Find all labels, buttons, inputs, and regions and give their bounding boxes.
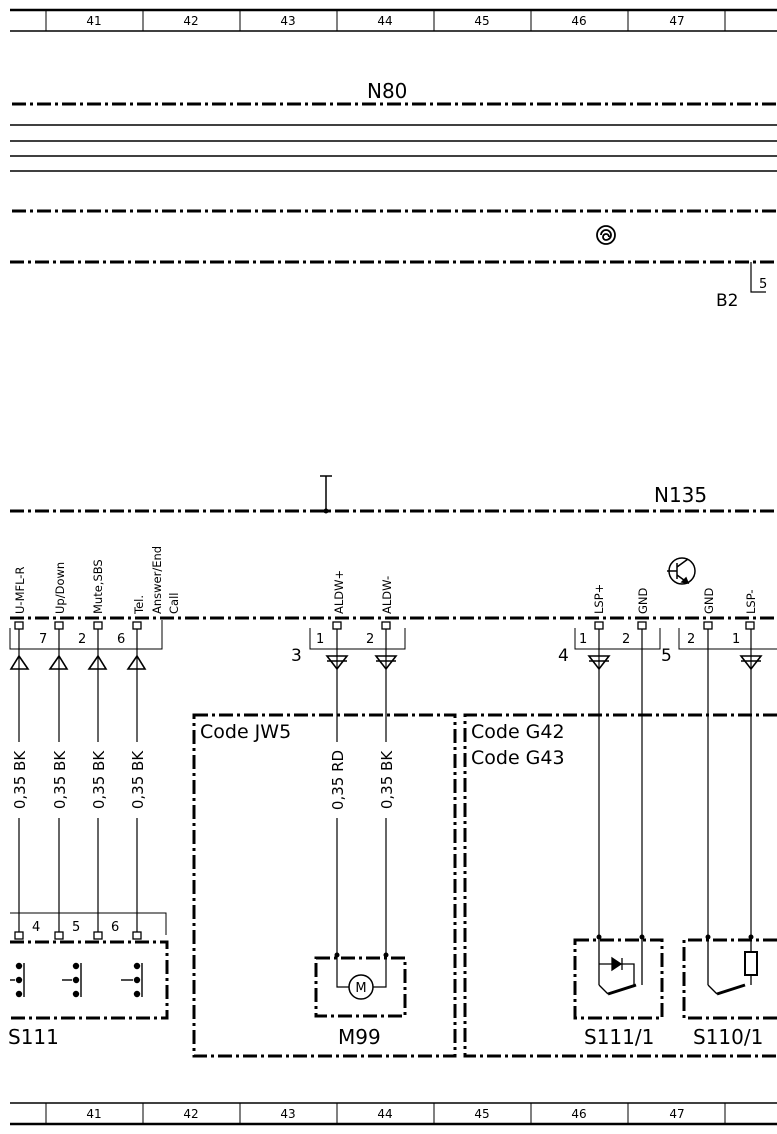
wire-labels: 0,35 BK 0,35 BK 0,35 BK 0,35 BK 0,35 RD … (11, 742, 396, 818)
pin-lsp1-1: 1 (579, 632, 587, 647)
grid-col-44-bottom: 44 (377, 1107, 392, 1121)
wire-label-3: 0,35 BK (90, 750, 108, 809)
pin-lsp2-1: 1 (732, 632, 740, 647)
signal-call: Call (167, 593, 181, 614)
grid-col-45-bottom: 45 (474, 1107, 489, 1121)
n135-label: N135 (654, 483, 707, 507)
m99-motor: M M99 (314, 952, 407, 1049)
connector-3: 3 (291, 646, 302, 666)
s110-1-switch: S110/1 (682, 934, 777, 1049)
signal-answer-end: Answer/End (150, 546, 164, 614)
signal-labels: U-MFL-R Up/Down Mute,SBS Tel. Answer/End… (13, 546, 758, 615)
signal-u-mfl-r: U-MFL-R (13, 567, 27, 614)
pin-lsp2-2: 2 (687, 632, 695, 647)
code-jw5-region: Code JW5 (192, 713, 457, 1058)
wire-label-2: 0,35 BK (51, 750, 69, 809)
signal-tel: Tel. (132, 595, 146, 615)
grid-col-46: 46 (571, 14, 586, 28)
connector-brackets (9, 620, 777, 650)
spiral-icon (596, 225, 616, 245)
connector-pin-numbers: 7 2 6 1 2 1 2 2 1 (39, 632, 740, 647)
grid-col-47: 47 (669, 14, 684, 28)
grid-col-44: 44 (377, 14, 392, 28)
code-g42-label: Code G42 (471, 721, 565, 743)
signal-mute-sbs: Mute,SBS (91, 559, 105, 614)
grid-col-43-bottom: 43 (280, 1107, 295, 1121)
s111-switch: 4 5 6 S111 (8, 912, 169, 1049)
s111-1-switch: S111/1 (573, 934, 664, 1049)
grid-col-42: 42 (183, 14, 198, 28)
m99-label: M99 (338, 1025, 381, 1049)
wire-label-6: 0,35 BK (378, 750, 396, 809)
grid-col-41-bottom: 41 (86, 1107, 101, 1121)
s111-1-label: S111/1 (584, 1025, 654, 1049)
pin-6: 6 (117, 632, 125, 647)
b2-pin-label: 5 (759, 277, 767, 292)
s111-pin-4: 4 (32, 920, 40, 935)
s111-label: S111 (8, 1025, 59, 1049)
grid-col-43: 43 (280, 14, 295, 28)
signal-aldw-minus: ALDW- (380, 576, 394, 614)
signal-aldw-plus: ALDW+ (332, 570, 346, 614)
code-g43-label: Code G43 (471, 747, 565, 769)
signal-lsp-plus: LSP+ (592, 584, 606, 614)
code-g42-g43-region: Code G42 Code G43 (463, 713, 777, 1058)
transistor-icon (667, 557, 696, 585)
s110-1-label: S110/1 (693, 1025, 763, 1049)
motor-symbol: M (355, 981, 366, 996)
signal-lsp-minus: LSP- (744, 589, 758, 614)
pin-aldw-2: 2 (366, 632, 374, 647)
grid-col-46-bottom: 46 (571, 1107, 586, 1121)
n135-pin-markers (14, 621, 755, 630)
top-grid-bar: 41 42 43 44 45 46 47 (10, 8, 777, 32)
wire-label-4: 0,35 BK (129, 750, 147, 809)
b2-label: B2 (716, 291, 738, 311)
grid-col-41: 41 (86, 14, 101, 28)
pin-lsp1-2: 2 (622, 632, 630, 647)
s111-pin-5: 5 (72, 920, 80, 935)
s111-pin-6: 6 (111, 920, 119, 935)
wire-label-5: 0,35 RD (329, 750, 347, 810)
n80-module: N80 B2 5 (10, 79, 777, 311)
wire-label-1: 0,35 BK (11, 750, 29, 809)
connector-4: 4 (558, 646, 569, 666)
signal-gnd-1: GND (636, 587, 650, 614)
motor-icon (348, 974, 374, 1000)
connector-ids: 3 4 5 (291, 646, 672, 666)
pin-7: 7 (39, 632, 47, 647)
connector-5: 5 (661, 646, 672, 666)
signal-up-down: Up/Down (53, 562, 67, 614)
pin-aldw-1: 1 (316, 632, 324, 647)
n80-label: N80 (367, 79, 407, 103)
bottom-grid-bar: 41 42 43 44 45 46 47 (10, 1102, 777, 1126)
n135-module: N135 (10, 475, 777, 620)
grid-col-47-bottom: 47 (669, 1107, 684, 1121)
signal-gnd-2: GND (702, 587, 716, 614)
code-jw5-label: Code JW5 (200, 721, 291, 743)
triangle-markers (9, 654, 763, 671)
grid-col-42-bottom: 42 (183, 1107, 198, 1121)
pin-2: 2 (78, 632, 86, 647)
grid-col-45: 45 (474, 14, 489, 28)
